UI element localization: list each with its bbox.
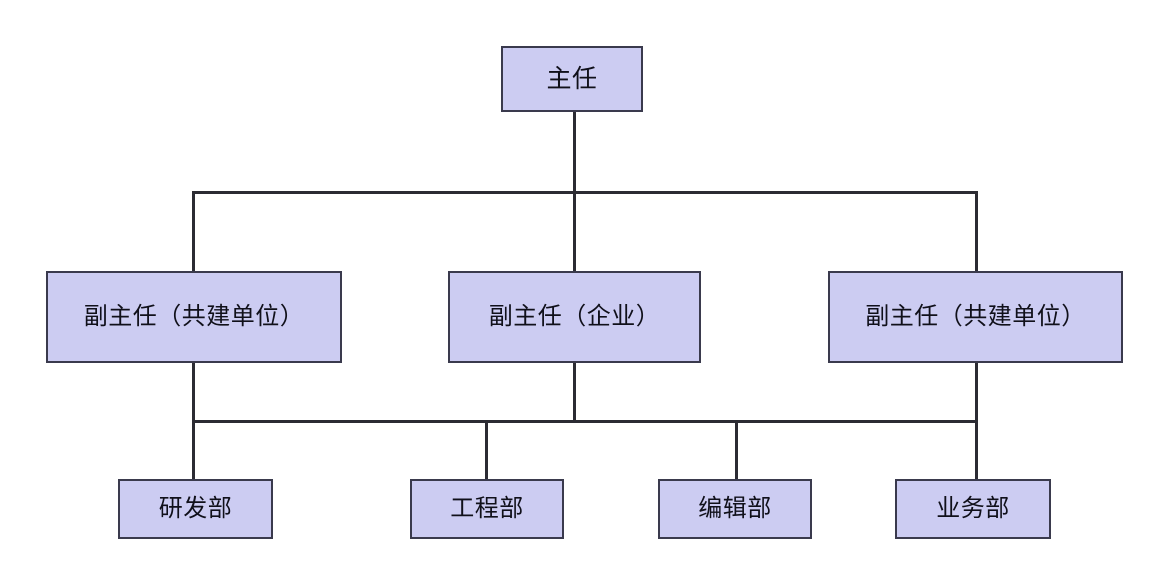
node-editorial-department[interactable]: 编辑部	[658, 479, 812, 539]
connector-drop-deputy-a	[192, 191, 195, 273]
node-deputy-director-joint-unit-right[interactable]: 副主任（共建单位）	[828, 271, 1123, 363]
node-engineering-department[interactable]: 工程部	[410, 479, 564, 539]
node-deputy-director-joint-unit-left-label: 副主任（共建单位）	[83, 303, 305, 330]
connector-deputy-c-down	[975, 362, 978, 423]
node-engineering-department-label: 工程部	[450, 495, 524, 522]
connector-director-down	[573, 111, 576, 193]
node-director[interactable]: 主任	[501, 46, 643, 112]
node-business-department-label: 业务部	[936, 495, 1010, 522]
connector-drop-dept-c	[735, 420, 738, 481]
node-deputy-director-enterprise-label: 副主任（企业）	[488, 303, 661, 330]
node-rd-department[interactable]: 研发部	[118, 479, 273, 539]
node-editorial-department-label: 编辑部	[698, 495, 772, 522]
node-deputy-director-enterprise[interactable]: 副主任（企业）	[448, 271, 701, 363]
connector-deputy-b-down	[573, 362, 576, 423]
node-business-department[interactable]: 业务部	[895, 479, 1051, 539]
connector-level3-bus	[192, 420, 978, 423]
node-rd-department-label: 研发部	[158, 495, 233, 522]
node-deputy-director-joint-unit-right-label: 副主任（共建单位）	[865, 303, 1086, 330]
connector-drop-dept-d	[975, 420, 978, 481]
connector-drop-deputy-b	[573, 191, 576, 273]
node-deputy-director-joint-unit-left[interactable]: 副主任（共建单位）	[46, 271, 342, 363]
connector-deputy-a-down	[192, 362, 195, 423]
connector-drop-deputy-c	[975, 191, 978, 273]
connector-drop-dept-b	[485, 420, 488, 481]
connector-level2-bus	[192, 191, 977, 194]
node-director-label: 主任	[546, 64, 598, 93]
connector-drop-dept-a	[192, 420, 195, 481]
